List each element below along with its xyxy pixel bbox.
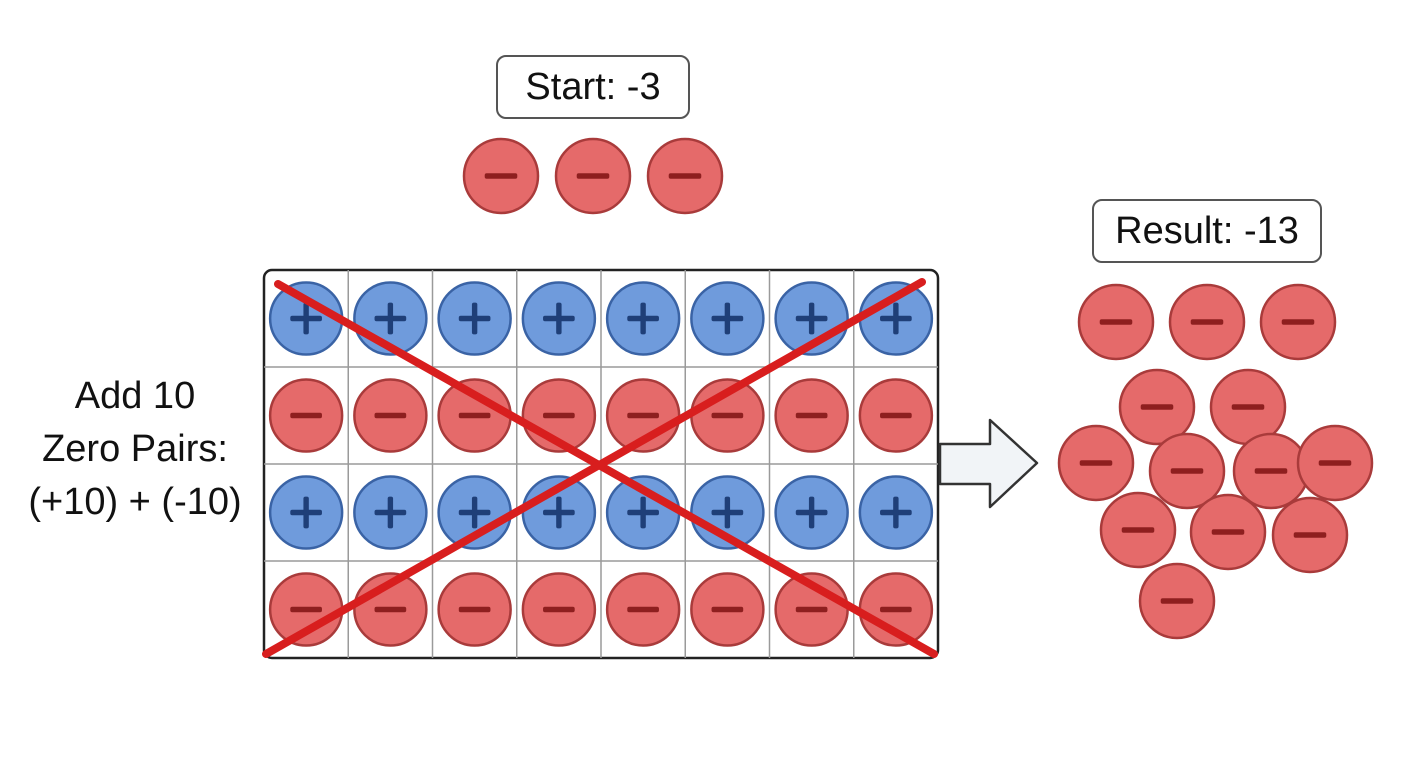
negative-tile: [605, 572, 681, 647]
plus-sign-icon: [374, 496, 407, 529]
negative-tile: [1259, 283, 1337, 361]
plus-sign-icon: [795, 302, 828, 335]
negative-tile: [690, 572, 765, 647]
minus-sign-icon: [484, 173, 518, 179]
positive-tile: [774, 475, 849, 550]
plus-sign-icon: [627, 496, 659, 529]
minus-sign-icon: [1231, 404, 1265, 410]
minus-sign-icon: [1281, 319, 1315, 325]
minus-sign-icon: [374, 412, 407, 419]
negative-tile: [462, 137, 540, 215]
minus-sign-icon: [627, 606, 659, 613]
result-label: Result: -13: [1092, 199, 1322, 263]
minus-sign-icon: [627, 412, 659, 419]
negative-tile: [1232, 432, 1310, 510]
negative-tile: [858, 378, 934, 453]
positive-tile: [268, 281, 344, 356]
positive-tile: [268, 475, 344, 550]
result-tiles: [1057, 283, 1374, 640]
minus-sign-icon: [290, 412, 322, 419]
plus-sign-icon: [880, 302, 912, 335]
zero-pairs-label-line: Zero Pairs:: [42, 428, 228, 470]
minus-sign-icon: [1140, 404, 1174, 410]
minus-sign-icon: [795, 412, 828, 419]
negative-tile: [268, 378, 344, 453]
zero-pairs-label-line: (+10) + (-10): [28, 481, 242, 523]
plus-sign-icon: [711, 496, 744, 529]
minus-sign-icon: [880, 606, 912, 613]
plus-sign-icon: [711, 302, 744, 335]
plus-sign-icon: [374, 302, 407, 335]
positive-tile: [858, 475, 934, 550]
negative-tile: [1077, 283, 1155, 361]
negative-tile: [1099, 491, 1177, 569]
negative-tile: [774, 378, 849, 453]
negative-tile: [858, 572, 934, 647]
positive-tile: [353, 475, 428, 550]
negative-tile: [1138, 562, 1216, 640]
positive-tile: [521, 281, 597, 356]
minus-sign-icon: [668, 173, 702, 179]
positive-tile: [437, 281, 512, 356]
plus-sign-icon: [627, 302, 659, 335]
negative-tile: [521, 572, 597, 647]
right-arrow-icon: [938, 418, 1039, 509]
plus-sign-icon: [458, 496, 491, 529]
minus-sign-icon: [711, 412, 744, 419]
minus-sign-icon: [1160, 598, 1194, 604]
arrow-shape: [938, 418, 1039, 509]
negative-tile: [1271, 496, 1349, 574]
plus-sign-icon: [543, 496, 575, 529]
minus-sign-icon: [374, 606, 407, 613]
minus-sign-icon: [1190, 319, 1224, 325]
start-tiles: [462, 137, 724, 215]
minus-sign-icon: [795, 606, 828, 613]
negative-tile: [353, 378, 428, 453]
cross-out-mark: [262, 278, 938, 658]
minus-sign-icon: [1121, 527, 1155, 533]
plus-sign-icon: [458, 302, 491, 335]
negative-tile: [646, 137, 724, 215]
negative-tile: [1168, 283, 1246, 361]
plus-sign-icon: [290, 496, 322, 529]
minus-sign-icon: [1211, 529, 1245, 535]
positive-tile: [605, 281, 681, 356]
minus-sign-icon: [543, 412, 575, 419]
positive-tile: [437, 475, 512, 550]
negative-tile: [1057, 424, 1135, 502]
minus-sign-icon: [1099, 319, 1133, 325]
negative-tile: [1148, 432, 1226, 510]
plus-sign-icon: [290, 302, 322, 335]
negative-tile: [437, 378, 512, 453]
minus-sign-icon: [290, 606, 322, 613]
zero-pairs-label-line: Add 10: [74, 375, 196, 417]
positive-tile: [690, 281, 765, 356]
negative-tile: [437, 572, 512, 647]
negative-tile: [1296, 424, 1374, 502]
minus-sign-icon: [458, 412, 491, 419]
minus-sign-icon: [458, 606, 491, 613]
start-label: Start: -3: [496, 55, 690, 119]
minus-sign-icon: [1170, 468, 1204, 474]
plus-sign-icon: [880, 496, 912, 529]
minus-sign-icon: [880, 412, 912, 419]
zero-pairs-label: Add 10 Zero Pairs: (+10) + (-10): [10, 370, 260, 529]
negative-tile: [554, 137, 632, 215]
negative-tile: [1118, 368, 1196, 446]
minus-sign-icon: [711, 606, 744, 613]
cross-line: [274, 280, 938, 658]
plus-sign-icon: [795, 496, 828, 529]
minus-sign-icon: [1318, 460, 1352, 466]
minus-sign-icon: [576, 173, 610, 179]
negative-tile: [1189, 493, 1267, 571]
minus-sign-icon: [1079, 460, 1113, 466]
minus-sign-icon: [1254, 468, 1288, 474]
plus-sign-icon: [543, 302, 575, 335]
minus-sign-icon: [1293, 532, 1327, 538]
minus-sign-icon: [543, 606, 575, 613]
cross-line: [262, 278, 926, 658]
